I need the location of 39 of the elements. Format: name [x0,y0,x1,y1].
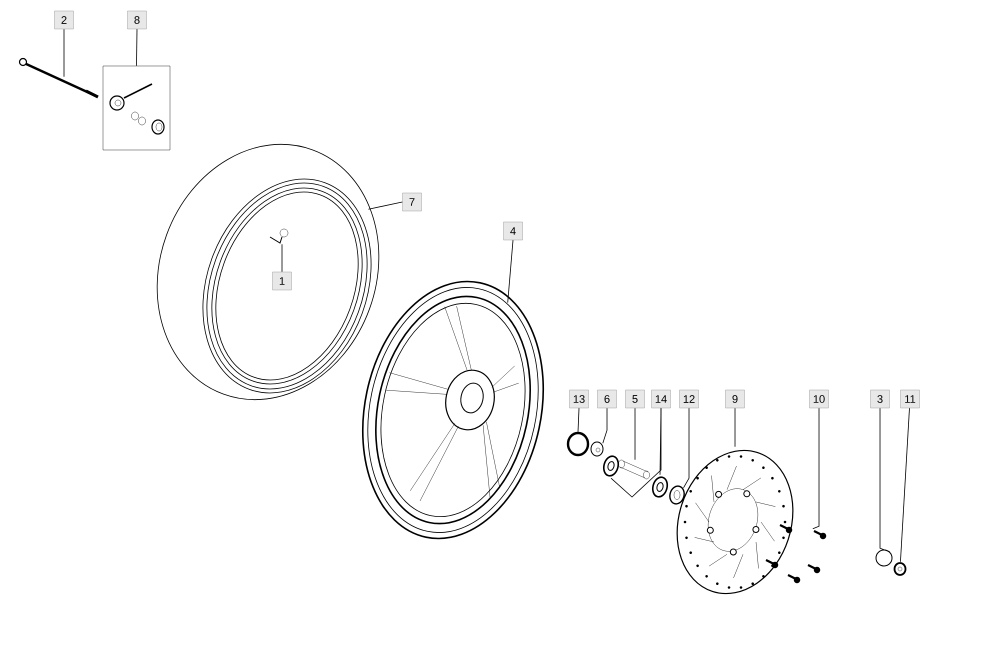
brake-disc [676,450,794,594]
kit-box [102,66,170,150]
leader-line [507,240,514,304]
leader-line [900,408,910,562]
callout-number: 3 [870,390,890,408]
callout-number: 11 [900,390,920,408]
nut [894,562,906,576]
leader-line [136,28,138,66]
leader-line [812,408,820,530]
bearing [602,455,620,477]
leader-line [610,408,662,498]
wheel-rim [362,280,544,540]
callout-number: 12 [679,390,699,408]
seal [669,485,685,505]
bushing [876,550,893,566]
callout-number: 8 [127,10,147,30]
callout-number: 4 [503,222,523,240]
callout-number: 5 [625,390,645,408]
leader-line [602,408,608,444]
leader-line [634,408,636,460]
o-ring [566,432,590,456]
bearing [652,476,668,498]
leader-line [368,202,403,210]
axle [18,58,99,98]
callout-number: 2 [54,10,74,30]
callout-number: 7 [402,192,422,212]
callout-number: 14 [651,390,671,408]
callout-number: 13 [569,390,589,408]
leader-line [578,408,580,432]
leader-line [683,408,690,488]
callout-number: 6 [597,390,617,408]
bolt [814,530,826,540]
callout-number: 9 [725,390,745,408]
tyre [156,144,380,400]
bushing [618,460,650,480]
leader-line [734,408,736,448]
spacer [590,442,604,456]
leader-line [880,408,890,552]
callout-number: 10 [809,390,829,408]
